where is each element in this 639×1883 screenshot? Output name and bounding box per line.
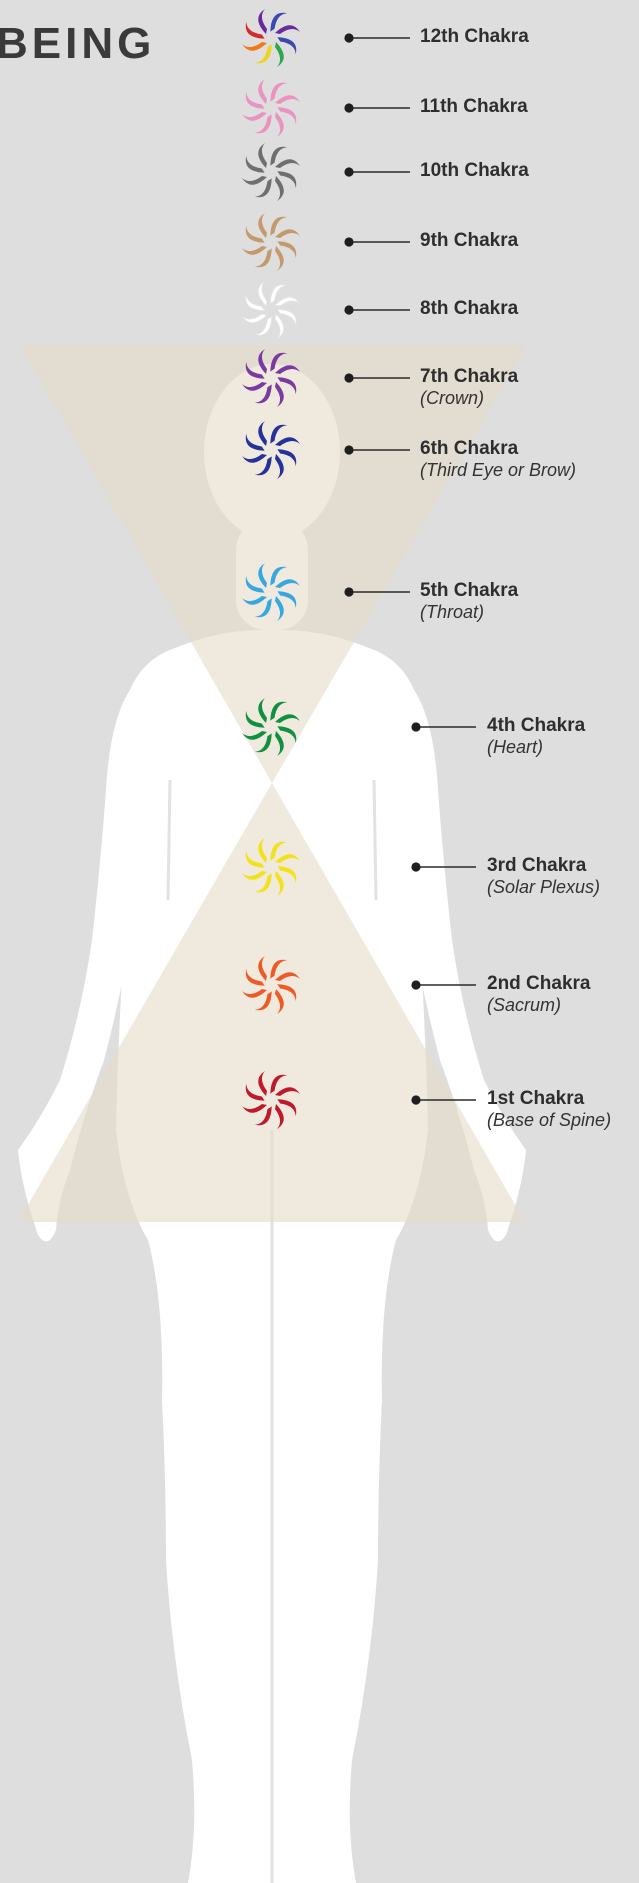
chakra-4-name: 4th Chakra [487, 715, 585, 737]
chakra-10-label: 10th Chakra [420, 160, 529, 182]
chakra-10-name: 10th Chakra [420, 160, 529, 182]
chakra-9-icon [241, 212, 300, 271]
chakra-4-dot [411, 722, 420, 731]
chakra-3-dot [411, 862, 420, 871]
chakra-5-dot [344, 587, 353, 596]
chakra-1-location: (Base of Spine) [487, 1110, 611, 1131]
chakra-7-name: 7th Chakra [420, 366, 518, 388]
chakra-8-dot [344, 305, 353, 314]
chakra-11-icon [241, 78, 300, 137]
chakra-7-dot [344, 373, 353, 382]
chakra-9-dot [344, 237, 353, 246]
chakra-12-name: 12th Chakra [420, 26, 529, 48]
chakra-8-icon [241, 280, 300, 339]
chakra-7-label: 7th Chakra(Crown) [420, 366, 518, 409]
chakra-12-icon [241, 8, 300, 67]
chakra-9-name: 9th Chakra [420, 230, 518, 252]
chakra-10-dot [344, 167, 353, 176]
chakra-3-location: (Solar Plexus) [487, 877, 600, 898]
chakra-2-location: (Sacrum) [487, 995, 590, 1016]
chakra-1-name: 1st Chakra [487, 1088, 611, 1110]
chakra-6-label: 6th Chakra(Third Eye or Brow) [420, 438, 576, 481]
chakra-3-label: 3rd Chakra(Solar Plexus) [487, 855, 600, 898]
chakra-2-label: 2nd Chakra(Sacrum) [487, 973, 590, 1016]
chakra-11-label: 11th Chakra [420, 96, 528, 118]
chakra-7-location: (Crown) [420, 388, 518, 409]
chakra-10-icon [241, 142, 300, 201]
chakra-2-dot [411, 980, 420, 989]
chakra-5-location: (Throat) [420, 602, 518, 623]
page-title: BEING [0, 22, 155, 66]
chakra-8-label: 8th Chakra [420, 298, 518, 320]
chakra-11-dot [344, 103, 353, 112]
chakra-1-dot [411, 1095, 420, 1104]
chakra-12-dot [344, 33, 353, 42]
chakra-5-name: 5th Chakra [420, 580, 518, 602]
chakra-4-location: (Heart) [487, 737, 585, 758]
chakra-5-label: 5th Chakra(Throat) [420, 580, 518, 623]
chakra-6-name: 6th Chakra [420, 438, 576, 460]
chakra-4-label: 4th Chakra(Heart) [487, 715, 585, 758]
chakra-1-label: 1st Chakra(Base of Spine) [487, 1088, 611, 1131]
chakra-11-name: 11th Chakra [420, 96, 528, 118]
chakra-9-label: 9th Chakra [420, 230, 518, 252]
chakra-8-name: 8th Chakra [420, 298, 518, 320]
chakra-6-dot [344, 445, 353, 454]
chakra-2-name: 2nd Chakra [487, 973, 590, 995]
chakra-3-name: 3rd Chakra [487, 855, 600, 877]
chakra-6-location: (Third Eye or Brow) [420, 460, 576, 481]
chakra-12-label: 12th Chakra [420, 26, 529, 48]
